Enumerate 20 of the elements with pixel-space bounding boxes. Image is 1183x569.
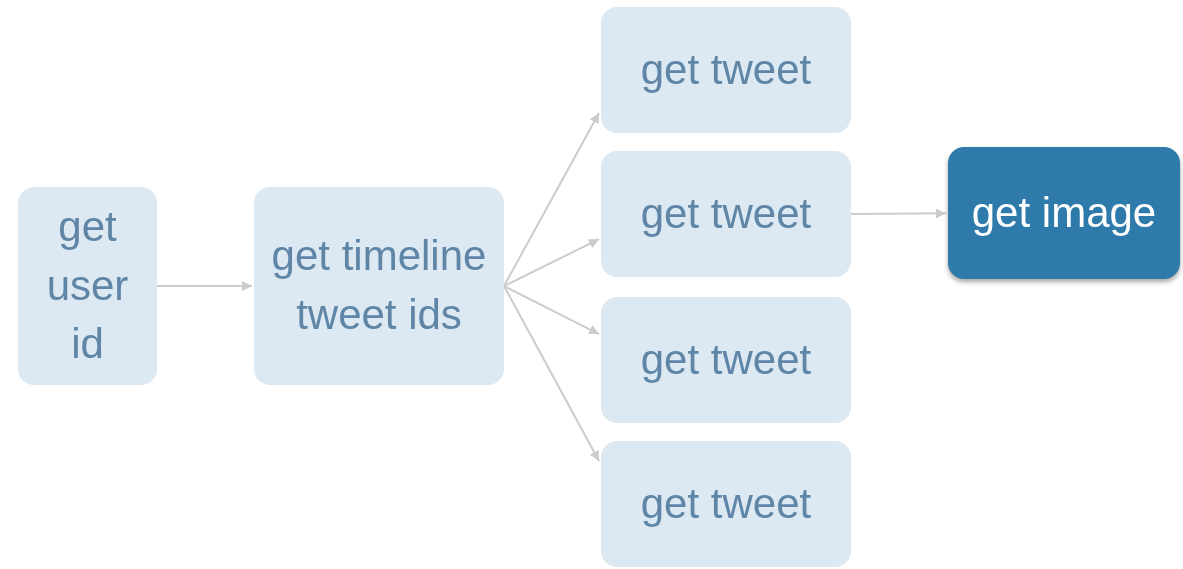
process-box (254, 187, 504, 385)
step-label: get tweet (640, 188, 812, 239)
step-label: get tweet (640, 478, 812, 529)
step-label: get tweet (640, 44, 812, 95)
step-label: get timeline tweet ids (270, 231, 488, 340)
step-label: get tweet (640, 334, 812, 385)
process-box (601, 7, 851, 133)
arrow (503, 238, 600, 287)
process-box (601, 151, 851, 277)
process-box (601, 297, 851, 423)
process-box (948, 147, 1180, 279)
step-label: get user id (45, 201, 130, 370)
process-box (18, 187, 157, 385)
arrow (503, 285, 600, 336)
arrow (156, 281, 253, 291)
process-box (601, 441, 851, 567)
arrow (850, 208, 947, 219)
arrow (503, 112, 600, 287)
step-label: get image (971, 187, 1157, 238)
arrow (503, 285, 600, 462)
